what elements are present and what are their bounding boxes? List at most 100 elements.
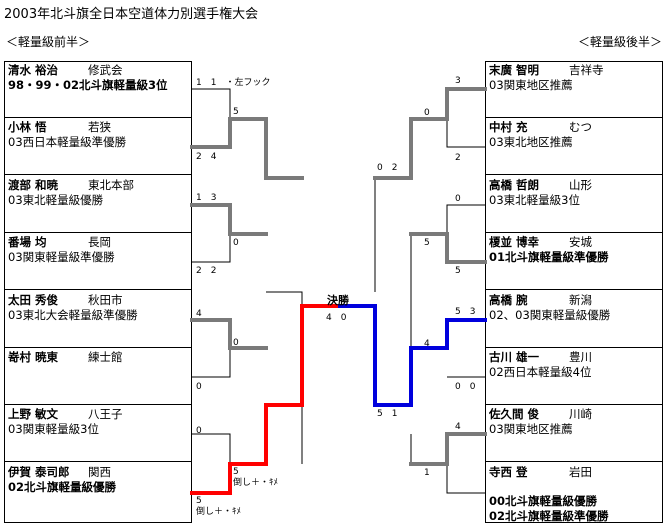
left-winner-path-2 bbox=[190, 203, 268, 236]
player-name: 番場 均 bbox=[8, 235, 47, 249]
player-name: 寺西 登 bbox=[489, 465, 528, 479]
right-player-2: 中村 充むつ 03東北地区推薦 bbox=[485, 118, 663, 175]
score-label: 0 bbox=[424, 108, 430, 118]
player-club: 豊川 bbox=[569, 350, 592, 364]
player-record: 03東北大会軽量級準優勝 bbox=[8, 308, 138, 322]
player-record: 01北斗旗軽量級準優勝 bbox=[489, 250, 609, 264]
player-name: 古川 雄一 bbox=[489, 350, 540, 364]
right-r1-match4-line bbox=[446, 433, 485, 494]
score-label: 1 1 ・左フック bbox=[196, 78, 271, 88]
player-record: 03関東地区推薦 bbox=[489, 78, 573, 92]
player-name: 清水 裕治 bbox=[8, 63, 59, 77]
player-club: 安城 bbox=[569, 235, 592, 249]
player-record: 03関東地区推薦 bbox=[489, 422, 573, 436]
score-label: 0 bbox=[196, 426, 202, 436]
score-label: 倒し＋・ｷﾒ bbox=[233, 478, 279, 488]
player-club: 川崎 bbox=[569, 407, 592, 421]
right-r1-match2-line bbox=[446, 204, 485, 262]
right-player-7: 佐久間 俊 川崎 03関東地区推薦 bbox=[485, 405, 663, 462]
player-club: 練士館 bbox=[88, 350, 123, 364]
left-r2-thin-line bbox=[266, 291, 303, 464]
score-label: 0 bbox=[233, 238, 239, 248]
left-player-5: 太田 秀俊 秋田市 03東北大会軽量級準優勝 bbox=[4, 291, 192, 348]
score-label: 4 bbox=[455, 422, 461, 432]
score-label: 0 bbox=[455, 194, 461, 204]
left-player-7: 上野 敏文 八王子 03関東軽量級3位 bbox=[4, 405, 192, 462]
player-name: 渡部 和暁 bbox=[8, 178, 59, 192]
player-club: 長岡 bbox=[88, 235, 111, 249]
player-record: 02、03関東軽量級優勝 bbox=[489, 308, 611, 322]
score-label: 5 bbox=[233, 467, 239, 477]
player-club: 新潟 bbox=[569, 293, 592, 307]
page-title: 2003年北斗旗全日本空道体力別選手権大会 bbox=[4, 7, 259, 22]
final-score: 4 0 bbox=[326, 313, 347, 323]
player-name: 佐久間 俊 bbox=[489, 407, 540, 421]
player-name: 高橋 腕 bbox=[489, 293, 528, 307]
player-record-2: 02北斗旗軽量級準優勝 bbox=[489, 509, 609, 523]
score-label: 3 bbox=[455, 76, 461, 86]
score-label: 2 4 bbox=[196, 152, 217, 162]
player-record: 03東北軽量級3位 bbox=[489, 193, 580, 207]
final-label: 決勝 bbox=[327, 294, 349, 307]
player-club: むつ bbox=[569, 120, 592, 134]
player-name: 高橋 哲朗 bbox=[489, 178, 540, 192]
score-label: 5 bbox=[455, 266, 461, 276]
player-name: 榎並 博幸 bbox=[489, 235, 540, 249]
right-player-8: 寺西 登岩田 00北斗旗軽量級優勝 02北斗旗軽量級準優勝 bbox=[485, 463, 663, 523]
right-player-4: 榎並 博幸 安城 01北斗旗軽量級準優勝 bbox=[485, 233, 663, 290]
right-winner-path-2 bbox=[409, 232, 487, 264]
player-name: 中村 充 bbox=[489, 120, 528, 134]
score-label: 4 bbox=[424, 339, 430, 349]
score-label: 5 bbox=[233, 107, 239, 117]
score-label: 1 bbox=[424, 468, 430, 478]
champion-path-left bbox=[190, 304, 342, 495]
player-record: 03関東軽量級準優勝 bbox=[8, 250, 115, 264]
left-player-8: 伊賀 泰司郎 関西 02北斗旗軽量級優勝 bbox=[4, 463, 192, 523]
player-name: 嵜村 暁東 bbox=[8, 350, 59, 364]
right-player-6: 古川 雄一 豊川 02西日本軽量級4位 bbox=[485, 348, 663, 405]
left-r1-match2-line bbox=[192, 204, 231, 263]
right-r2-thin-line-2 bbox=[410, 434, 447, 465]
player-club: 関西 bbox=[88, 465, 111, 479]
left-player-6: 嵜村 暁東 練士館 bbox=[4, 348, 192, 405]
score-label: 5 bbox=[196, 496, 202, 506]
score-label: 5 1 bbox=[377, 409, 398, 419]
score-label: 4 bbox=[196, 309, 202, 319]
right-bracket-header: ＜軽量級後半＞ bbox=[577, 35, 662, 49]
player-name: 伊賀 泰司郎 bbox=[8, 465, 70, 479]
player-record: 03西日本軽量級準優勝 bbox=[8, 135, 127, 149]
player-club: 岩田 bbox=[569, 465, 592, 479]
player-record: 02西日本軽量級4位 bbox=[489, 365, 592, 379]
score-label: 0 bbox=[196, 382, 202, 392]
player-club: 修武会 bbox=[88, 63, 123, 77]
right-player-box bbox=[485, 61, 663, 523]
score-label: 2 2 bbox=[196, 266, 217, 276]
score-label: 0 bbox=[233, 338, 239, 348]
score-label: 5 3 bbox=[455, 307, 476, 317]
right-r1-match1-line bbox=[446, 88, 485, 148]
player-club: 東北本部 bbox=[88, 178, 134, 192]
right-player-3: 高橋 哲朗山形 03東北軽量級3位 bbox=[485, 176, 663, 233]
player-record: 02北斗旗軽量級優勝 bbox=[8, 480, 117, 494]
left-player-3: 渡部 和暁東北本部 03東北軽量級優勝 bbox=[4, 176, 192, 233]
left-player-4: 番場 均 長岡 03関東軽量級準優勝 bbox=[4, 233, 192, 290]
left-winner-path-1 bbox=[190, 117, 304, 180]
player-record: 98・99・02北斗旗軽量級3位 bbox=[8, 78, 168, 92]
right-winner-path-1 bbox=[373, 87, 487, 180]
finalist-path-right bbox=[338, 304, 487, 407]
left-bracket-header: ＜軽量級前半＞ bbox=[6, 35, 91, 49]
left-player-1: 清水 裕治 修武会 98・99・02北斗旗軽量級3位 bbox=[4, 61, 192, 118]
left-r1-match3-line bbox=[192, 319, 231, 378]
player-club: 八王子 bbox=[88, 407, 123, 421]
player-name: 上野 敏文 bbox=[8, 407, 59, 421]
player-club: 若狭 bbox=[88, 120, 111, 134]
score-label: 0 0 bbox=[455, 382, 476, 392]
left-r1-match4-line bbox=[192, 433, 231, 493]
player-club: 秋田市 bbox=[88, 293, 123, 307]
player-name: 太田 秀俊 bbox=[8, 293, 59, 307]
score-label: 5 bbox=[424, 238, 430, 248]
right-player-1: 末廣 智明吉祥寺 03関東地区推薦 bbox=[485, 61, 663, 118]
player-record: 03関東軽量級3位 bbox=[8, 422, 99, 436]
left-player-box bbox=[4, 61, 192, 523]
player-name: 小林 悟 bbox=[8, 120, 47, 134]
